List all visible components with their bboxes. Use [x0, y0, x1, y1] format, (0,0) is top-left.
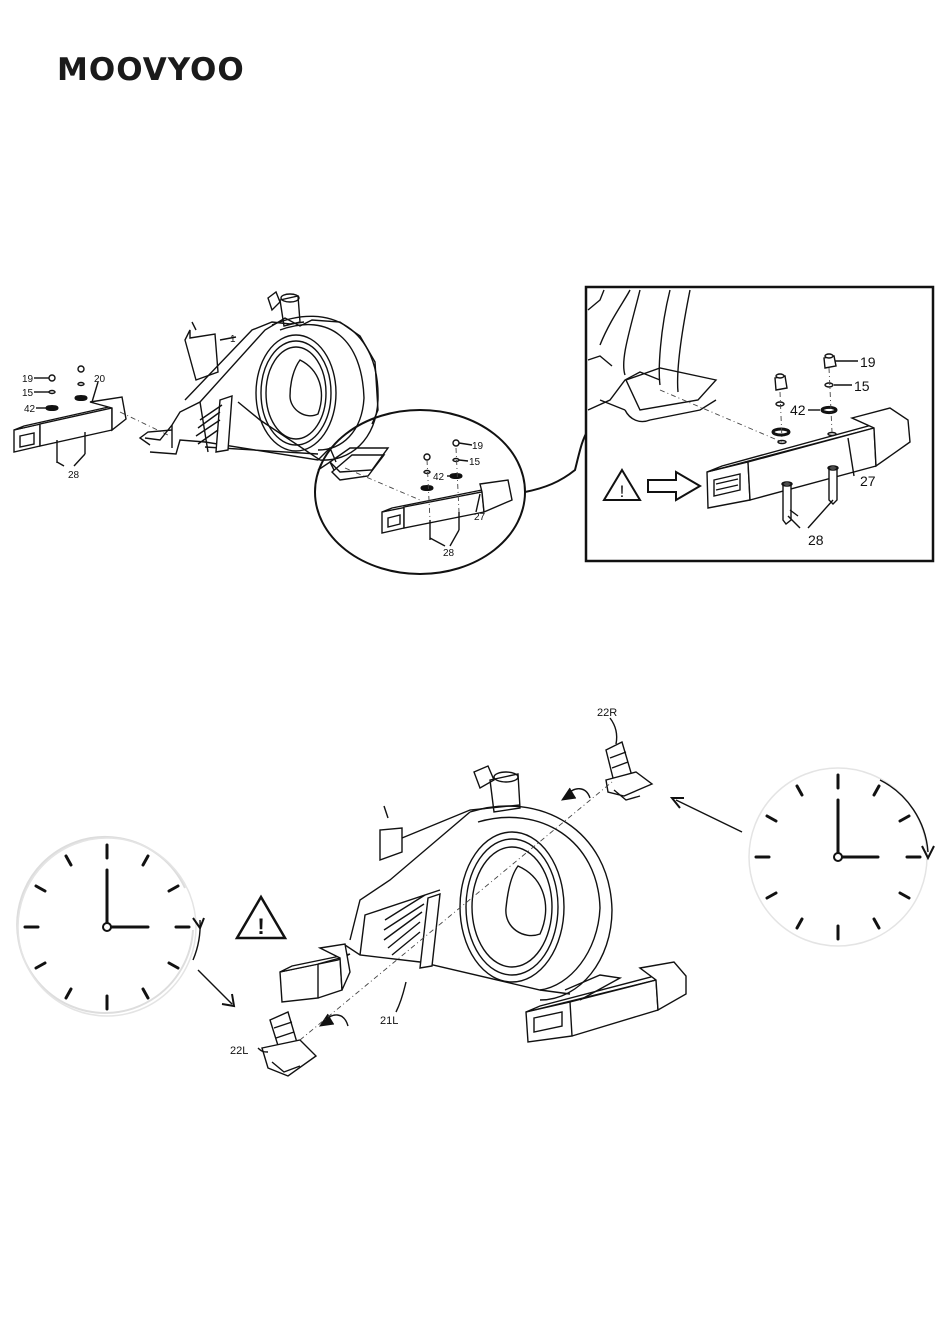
clock-right-icon [749, 768, 934, 946]
clock-left-icon [17, 837, 204, 1016]
label-28: 28 [68, 470, 80, 481]
warning-mark-step2: ! [257, 914, 264, 939]
step1-overview-drawing [14, 292, 420, 500]
circle-label-27: 27 [474, 512, 486, 523]
label-15: 15 [22, 388, 34, 399]
circle-label-19: 19 [472, 441, 484, 452]
step2-drawing [17, 718, 934, 1076]
circle-label-15: 15 [469, 457, 481, 468]
detail-label-42: 42 [790, 402, 806, 418]
label-20: 20 [94, 374, 106, 385]
warning-mark: ! [620, 482, 625, 501]
circle-label-42: 42 [433, 472, 445, 483]
detail-label-19: 19 [860, 354, 876, 370]
label-22r: 22R [597, 707, 617, 719]
detail-box [586, 287, 933, 561]
circle-label-28: 28 [443, 548, 455, 559]
detail-label-15: 15 [854, 378, 870, 394]
label-1: 1 [230, 334, 236, 345]
label-19: 19 [22, 374, 34, 385]
label-21l: 21L [380, 1015, 398, 1027]
label-22l: 22L [230, 1045, 248, 1057]
label-42: 42 [24, 404, 36, 415]
detail-label-27: 27 [860, 473, 876, 489]
detail-label-28: 28 [808, 532, 824, 548]
